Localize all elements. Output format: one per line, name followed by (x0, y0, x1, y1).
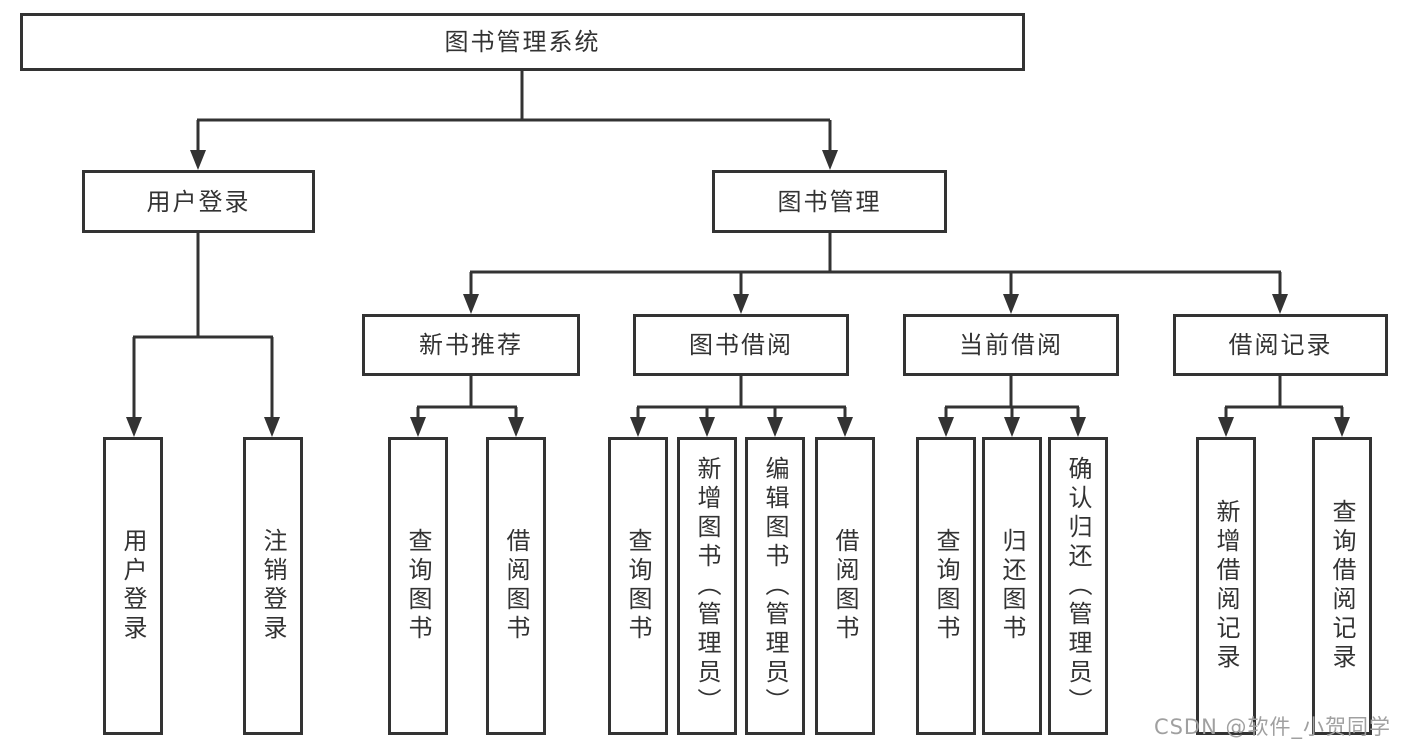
node-user-login-label: 用户登录 (146, 187, 251, 216)
leaf-cb-query-book-label: 查询图书 (932, 528, 960, 644)
leaf-nbr-borrow-book-label: 借阅图书 (502, 528, 530, 644)
node-book-borrow-label: 图书借阅 (689, 331, 793, 359)
leaf-bb-borrow-book-label: 借阅图书 (831, 528, 859, 644)
leaf-nbr-borrow-book: 借阅图书 (486, 437, 546, 735)
leaf-cb-return-book-label: 归还图书 (998, 528, 1026, 644)
connector-paths (132, 71, 1344, 419)
node-new-book-recommend-label: 新书推荐 (419, 331, 523, 359)
node-root-label: 图书管理系统 (444, 28, 601, 56)
node-root: 图书管理系统 (20, 13, 1025, 71)
node-user-login: 用户登录 (82, 170, 315, 233)
leaf-user-login: 用户登录 (103, 437, 163, 735)
leaf-bb-query-book-label: 查询图书 (624, 528, 652, 644)
leaf-br-add-record-label: 新增借阅记录 (1212, 499, 1240, 673)
leaf-bb-query-book: 查询图书 (608, 437, 668, 735)
leaf-logout-label: 注销登录 (259, 528, 287, 644)
leaf-cb-return-book: 归还图书 (982, 437, 1042, 735)
leaf-bb-edit-book-admin-label: 编辑图书（管理员） (761, 455, 789, 717)
csdn-watermark: CSDN @软件_小贺同学 (1153, 715, 1391, 739)
node-book-borrow: 图书借阅 (633, 314, 849, 376)
node-current-borrow: 当前借阅 (903, 314, 1119, 376)
node-new-book-recommend: 新书推荐 (362, 314, 580, 376)
node-borrow-record-label: 借阅记录 (1228, 331, 1333, 359)
leaf-bb-edit-book-admin: 编辑图书（管理员） (745, 437, 805, 735)
arrow-down-icons (126, 150, 1350, 437)
leaf-cb-confirm-return-admin-label: 确认归还（管理员） (1064, 455, 1092, 717)
leaf-bb-add-book-admin: 新增图书（管理员） (677, 437, 737, 735)
leaf-cb-query-book: 查询图书 (916, 437, 976, 735)
leaf-nbr-query-book: 查询图书 (388, 437, 448, 735)
node-current-borrow-label: 当前借阅 (959, 331, 1063, 359)
leaf-bb-borrow-book: 借阅图书 (815, 437, 875, 735)
node-book-management: 图书管理 (712, 170, 947, 233)
node-borrow-record: 借阅记录 (1173, 314, 1388, 376)
leaf-br-query-record: 查询借阅记录 (1312, 437, 1372, 735)
leaf-cb-confirm-return-admin: 确认归还（管理员） (1048, 437, 1108, 735)
leaf-nbr-query-book-label: 查询图书 (404, 528, 432, 644)
leaf-br-query-record-label: 查询借阅记录 (1328, 499, 1356, 673)
leaf-user-login-label: 用户登录 (119, 528, 147, 644)
node-book-management-label: 图书管理 (777, 187, 882, 216)
leaf-bb-add-book-admin-label: 新增图书（管理员） (693, 455, 721, 717)
leaf-logout: 注销登录 (243, 437, 303, 735)
leaf-br-add-record: 新增借阅记录 (1196, 437, 1256, 735)
